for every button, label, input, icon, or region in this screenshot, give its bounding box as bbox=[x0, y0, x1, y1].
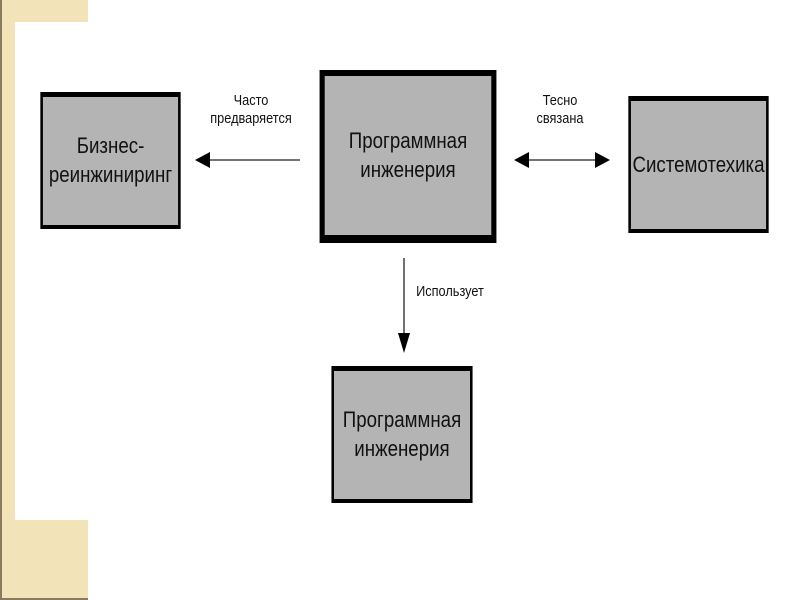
node-systems-engineering: Системотехика bbox=[628, 96, 769, 233]
node-label: Бизнес- bbox=[76, 133, 145, 159]
edge-label-line: Использует bbox=[416, 283, 484, 300]
slide-background-edge bbox=[0, 598, 88, 600]
node-software-engineering-bottom: Программная инженерия bbox=[331, 366, 473, 503]
edge-label-line: связана bbox=[536, 110, 584, 127]
node-label: инженерия bbox=[354, 436, 450, 461]
node-label: Системотехика bbox=[632, 151, 765, 177]
node-business-reengineering: Бизнес-реинжиниринг bbox=[40, 92, 181, 229]
edge-label-uses: Использует bbox=[412, 283, 489, 301]
edge-label-line: предваряется bbox=[210, 110, 292, 127]
arrow-often-preceded bbox=[195, 152, 300, 168]
edge-label-line: Тесно bbox=[542, 92, 578, 109]
arrow-closely-related bbox=[514, 152, 610, 168]
node-label: инженерия bbox=[360, 156, 456, 182]
edge-label-often-preceded: Часто предваряется bbox=[204, 92, 298, 128]
edge-label-closely-related: Тесно связана bbox=[526, 92, 594, 128]
node-label: Программная bbox=[348, 127, 468, 153]
node-label: Программная bbox=[342, 407, 462, 433]
node-software-engineering-main: Программная инженерия bbox=[319, 70, 497, 243]
arrow-uses bbox=[398, 258, 410, 353]
node-label: реинжиниринг bbox=[48, 162, 173, 187]
edge-label-line: Часто bbox=[233, 92, 269, 109]
